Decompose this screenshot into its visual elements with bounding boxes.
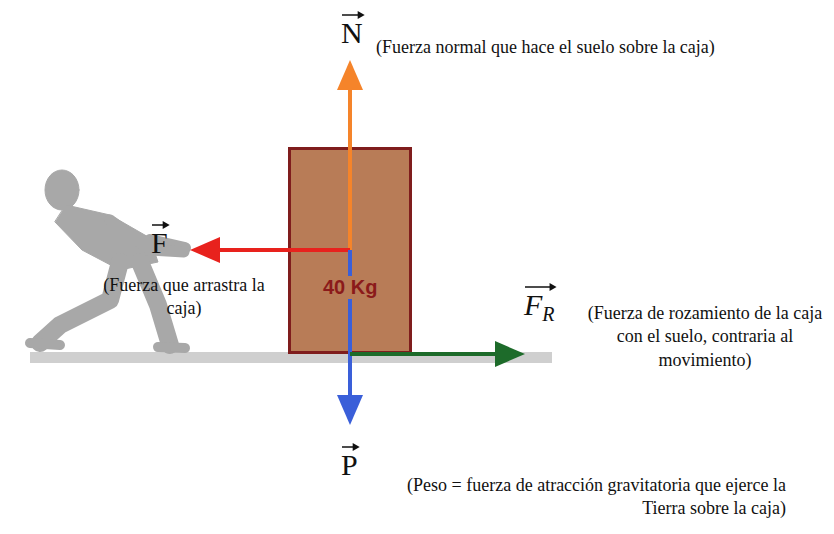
force-symbol: P (341, 450, 358, 480)
force-symbol: FR (524, 290, 555, 324)
force-line (348, 90, 352, 250)
force-description: (Peso = fuerza de atracción gravitatoria… (374, 474, 786, 521)
vector-bar (342, 14, 360, 16)
arrow-head (337, 60, 363, 90)
crate-box (288, 147, 412, 354)
force-line (348, 250, 352, 395)
vector-bar (342, 446, 355, 448)
vector-bar (152, 224, 165, 226)
person-silhouette (30, 170, 185, 348)
vector-bar (525, 286, 552, 288)
arrow-head (495, 341, 525, 367)
force-line (220, 248, 350, 252)
mass-label: 40 Kg (321, 276, 379, 299)
force-symbol: F (151, 228, 168, 258)
force-description: (Fuerza de rozamiento de la caja con el … (584, 302, 826, 372)
arrow-head (190, 237, 220, 263)
force-symbol: N (341, 18, 363, 48)
force-description: (Fuerza normal que hace el suelo sobre l… (376, 36, 715, 59)
force-line (350, 352, 495, 356)
arrow-head (337, 395, 363, 425)
vector-head (550, 283, 557, 291)
force-description: (Fuerza que arrastra la caja) (98, 274, 270, 321)
